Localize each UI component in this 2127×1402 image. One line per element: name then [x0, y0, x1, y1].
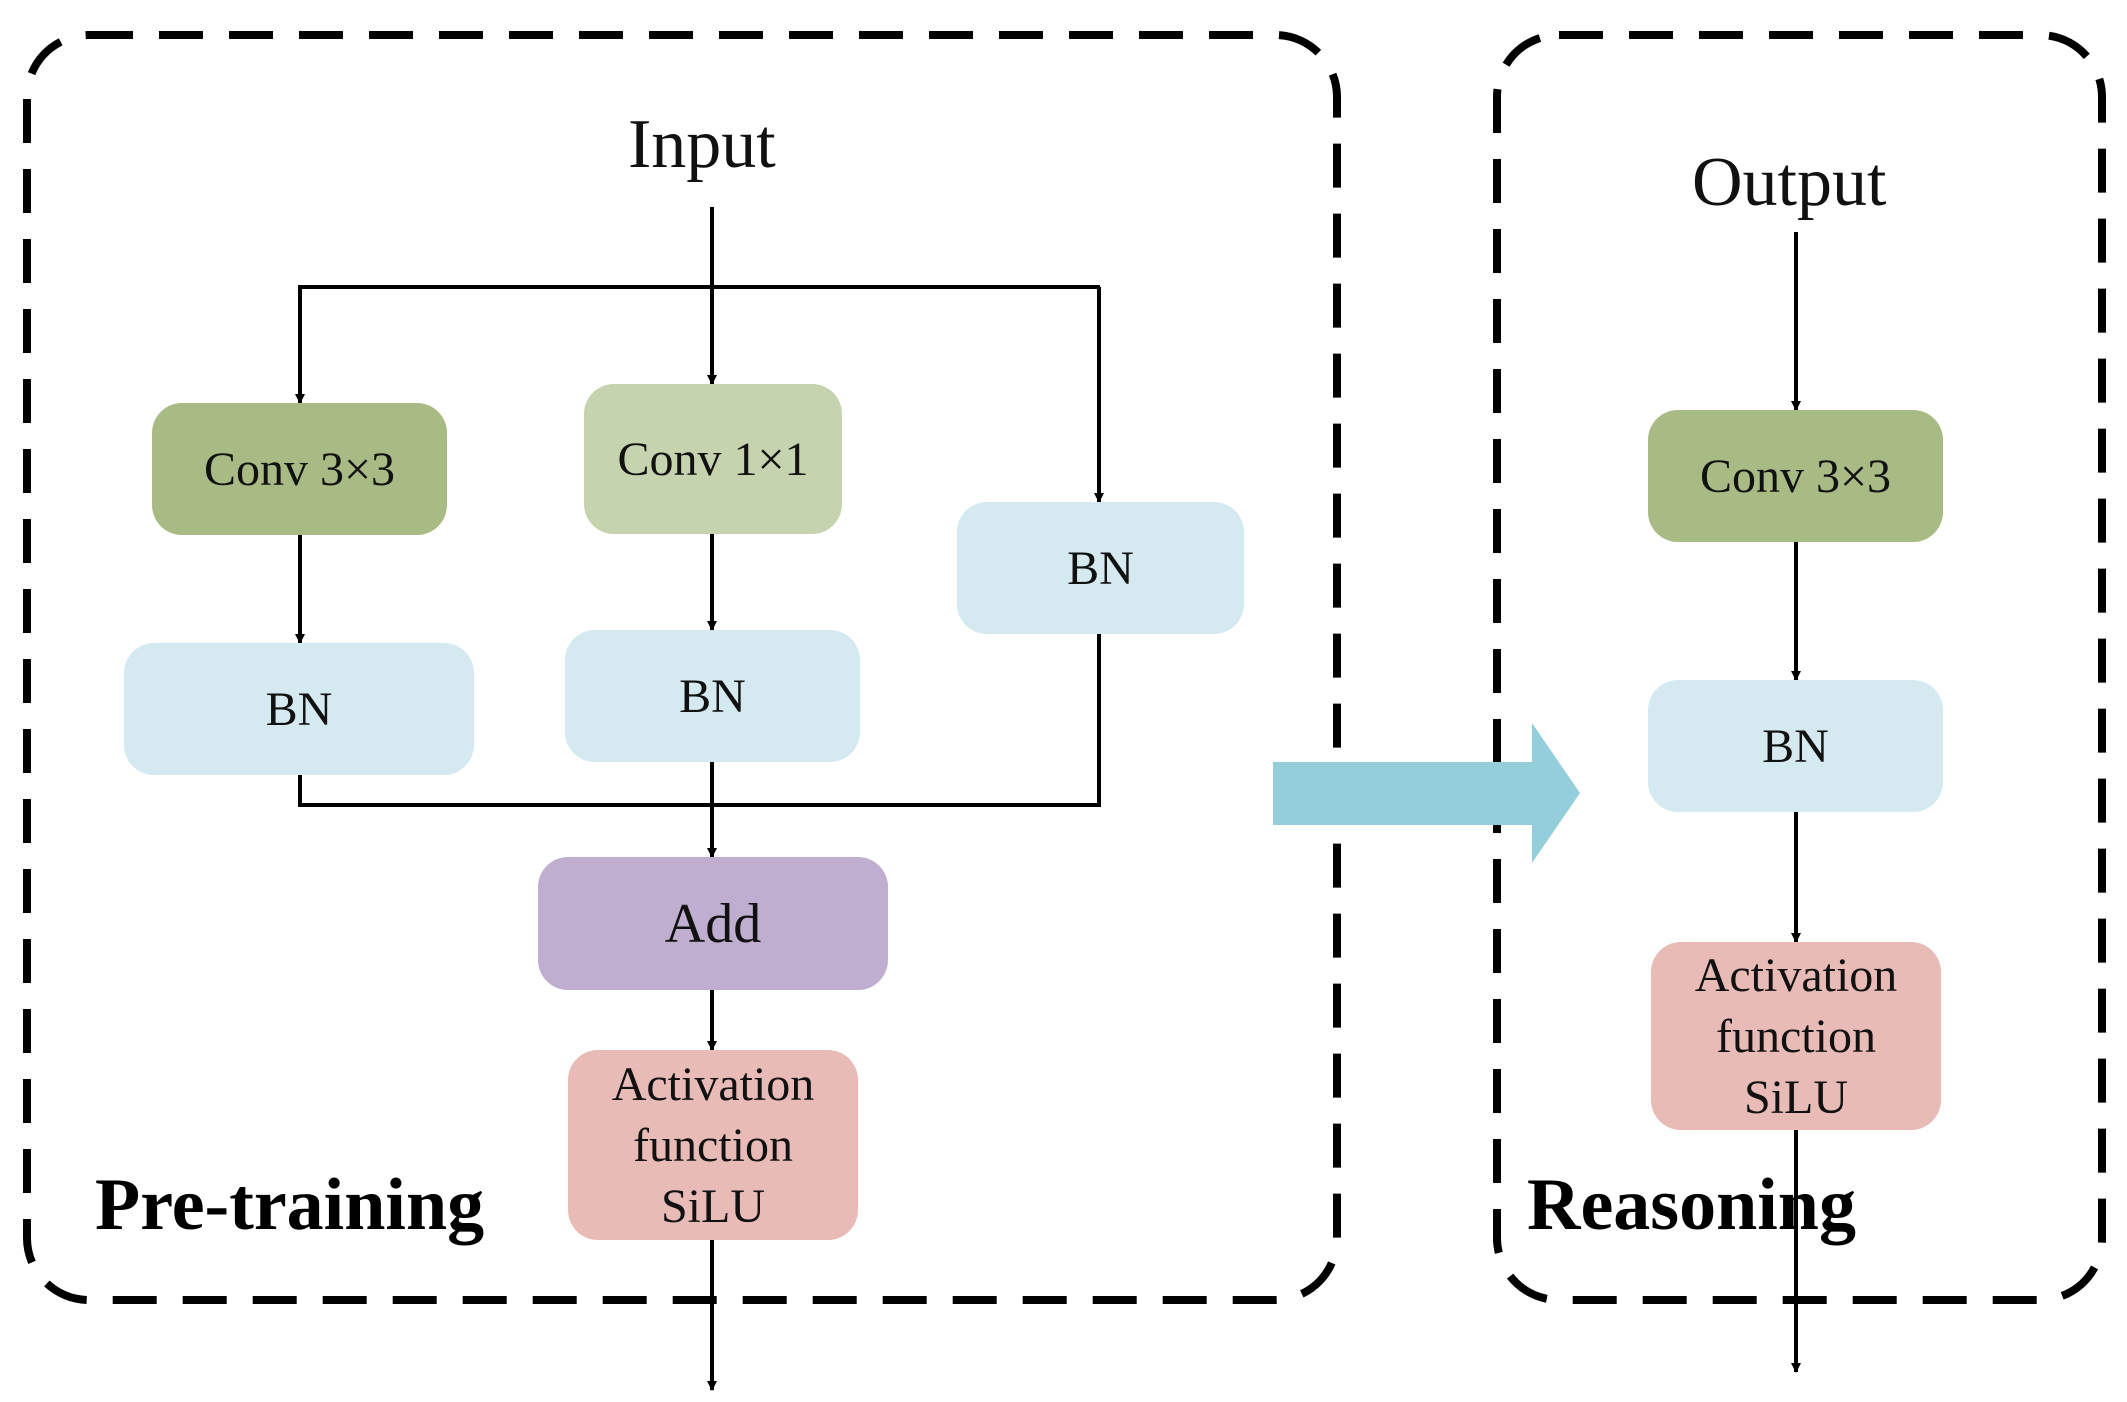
- bn-left-node-label: BN: [265, 682, 333, 736]
- right-arrow-icon: [1273, 723, 1580, 863]
- reasoning-activation-line2: function: [1716, 1009, 1876, 1063]
- reasoning-conv3x3-label: Conv 3×3: [1699, 449, 1892, 503]
- conv1x1-node-label: Conv 1×1: [617, 432, 809, 486]
- conv3x3-node-label: Conv 3×3: [203, 442, 396, 496]
- bn-left-node: BN: [124, 643, 474, 775]
- activation-node: Activation function SiLU: [568, 1050, 858, 1240]
- bn-middle-node: BN: [565, 630, 860, 762]
- reasoning-title: Reasoning: [1527, 1164, 1856, 1246]
- activation-line1: Activation: [611, 1057, 815, 1111]
- input-label: Input: [628, 106, 776, 183]
- output-label: Output: [1692, 144, 1887, 221]
- pretraining-panel-border: [23, 31, 1341, 1304]
- reasoning-bn-label: BN: [1762, 719, 1829, 773]
- bn-right-node-label: BN: [1067, 541, 1134, 595]
- reasoning-conv3x3-node: Conv 3×3: [1648, 410, 1943, 542]
- reasoning-activation-line1: Activation: [1694, 948, 1898, 1002]
- bn-middle-node-label: BN: [679, 669, 746, 723]
- reasoning-activation-line3: SiLU: [1743, 1070, 1848, 1124]
- reasoning-activation-node: Activation function SiLU: [1651, 942, 1941, 1130]
- bn-right-node: BN: [957, 502, 1244, 634]
- reasoning-panel-border: [1493, 31, 2106, 1304]
- add-node-label: Add: [664, 892, 762, 955]
- activation-line3: SiLU: [660, 1179, 765, 1233]
- add-node: Add: [538, 857, 888, 990]
- pretraining-title: Pre-training: [95, 1164, 485, 1246]
- activation-line2: function: [633, 1118, 793, 1172]
- conv1x1-node: Conv 1×1: [584, 384, 842, 534]
- conv3x3-node: Conv 3×3: [152, 403, 447, 535]
- reasoning-bn-node: BN: [1648, 680, 1943, 812]
